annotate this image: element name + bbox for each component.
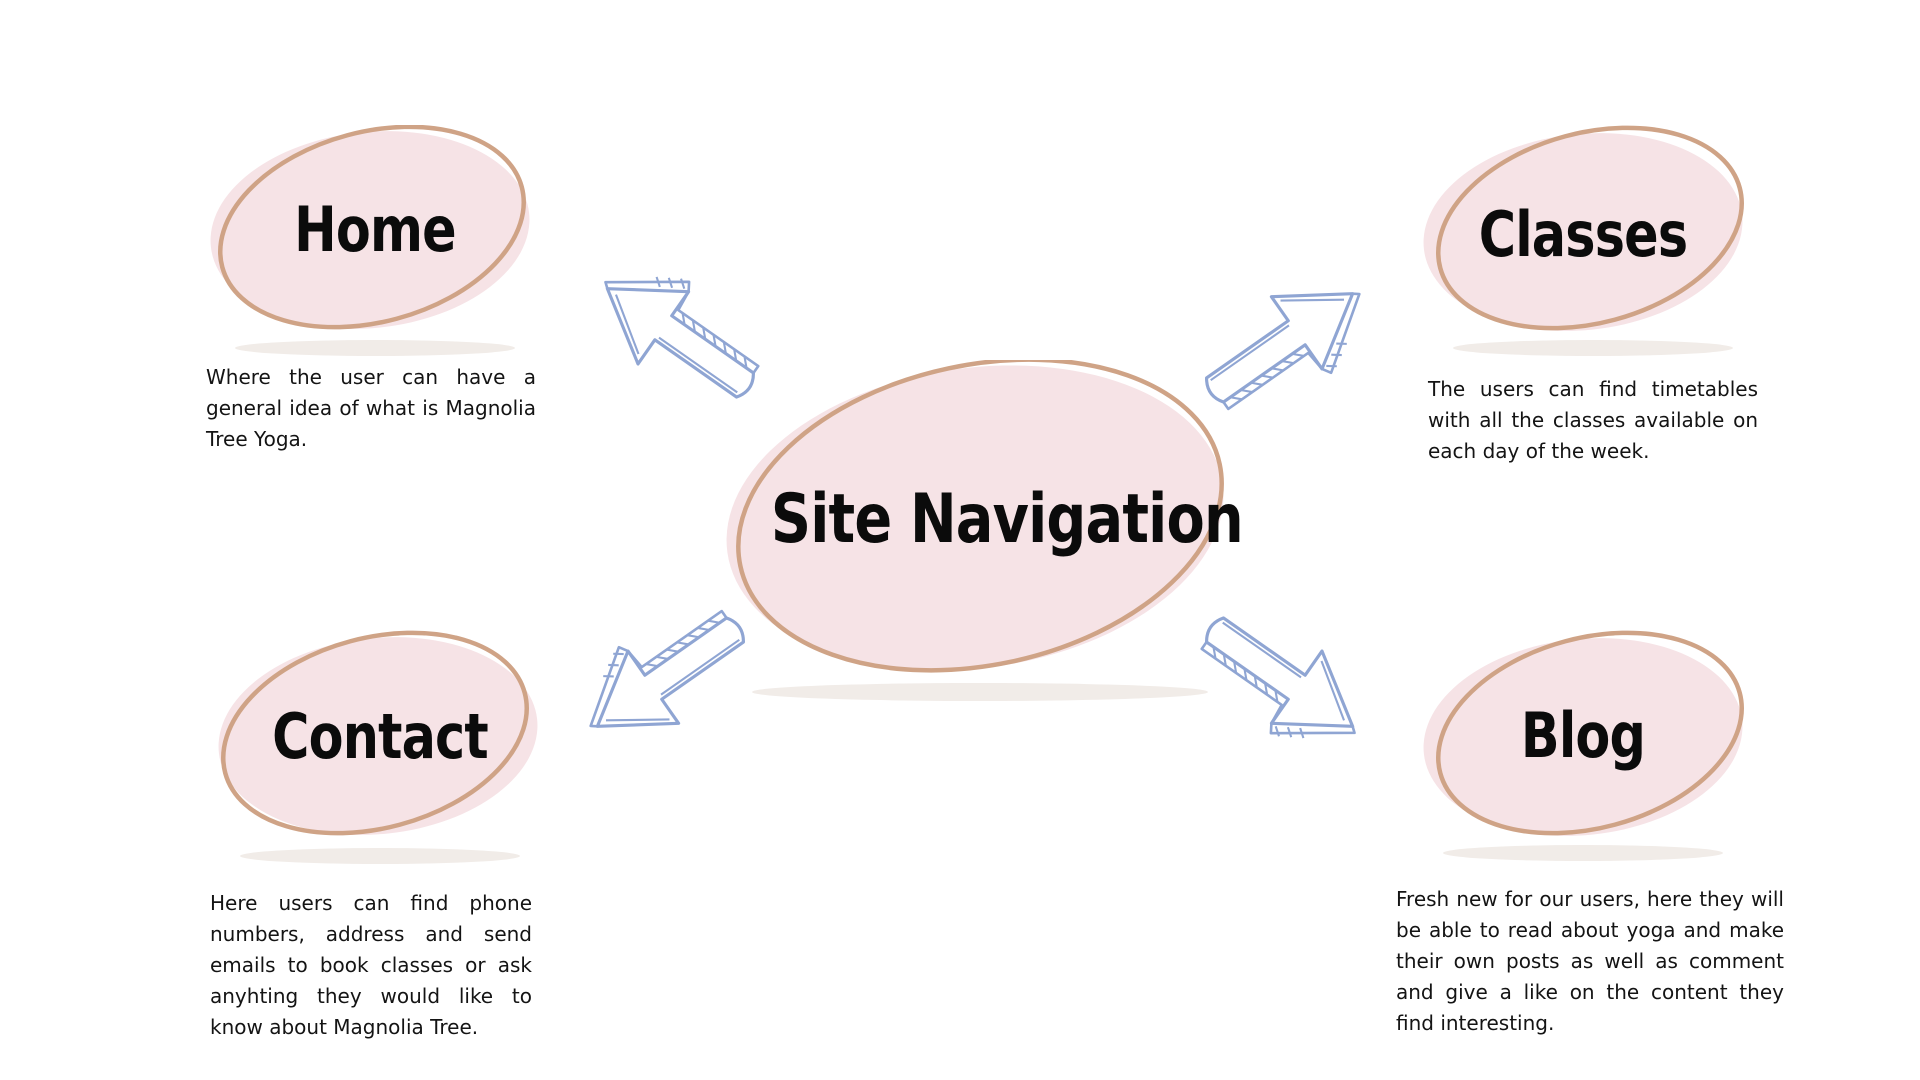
classes-title: Classes xyxy=(1478,198,1688,271)
home-title: Home xyxy=(294,193,456,266)
contact-description: Here users can find phone numbers, addre… xyxy=(210,891,532,1039)
contact-bubble xyxy=(218,630,538,864)
classes-description: The users can find timetables with all t… xyxy=(1428,377,1758,463)
contact-node[interactable]: Contact xyxy=(215,628,545,868)
home-description: Where the user can have a general idea o… xyxy=(206,365,536,451)
center-title: Site Navigation xyxy=(770,480,1244,559)
home-bubble xyxy=(210,125,530,356)
blog-node[interactable]: Blog xyxy=(1418,625,1748,865)
center-node: Site Navigation xyxy=(725,360,1244,710)
home-node[interactable]: Home xyxy=(210,125,540,360)
center-bubble xyxy=(726,360,1224,701)
classes-node[interactable]: Classes xyxy=(1418,120,1748,360)
classes-bubble xyxy=(1423,125,1744,356)
blog-description: Fresh new for our users, here they will … xyxy=(1396,887,1784,1035)
blog-title: Blog xyxy=(1520,699,1646,772)
contact-title: Contact xyxy=(272,700,489,773)
blog-bubble xyxy=(1423,630,1744,861)
